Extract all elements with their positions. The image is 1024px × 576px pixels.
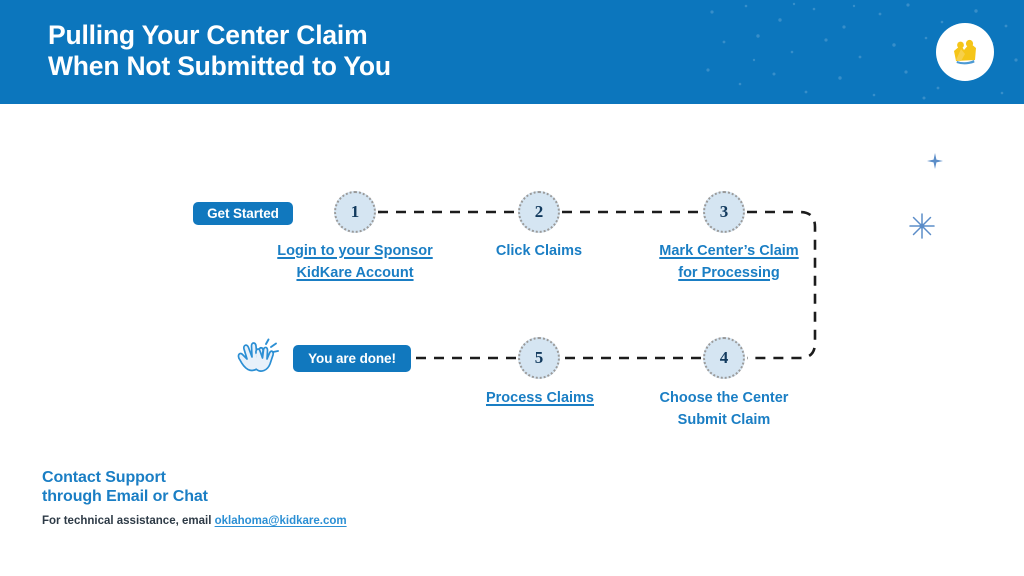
flow-node-4[interactable]: 4: [703, 337, 745, 379]
get-started-badge: Get Started: [193, 202, 293, 225]
technical-assistance-note: For technical assistance, email oklahoma…: [42, 515, 347, 527]
flow-step-label-4: Choose the Center Submit Claim: [659, 390, 789, 428]
kidkare-logo: [936, 23, 994, 81]
flow-node-1[interactable]: 1: [334, 191, 376, 233]
flow-step-label-1[interactable]: Login to your Sponsor KidKare Account: [277, 243, 433, 281]
flow-node-5[interactable]: 5: [518, 337, 560, 379]
you-are-done-badge: You are done!: [293, 345, 411, 372]
sparkle-icon: [927, 153, 943, 169]
header-banner: Pulling Your Center Claim When Not Submi…: [0, 0, 1024, 104]
support-email-link[interactable]: oklahoma@kidkare.com: [214, 515, 347, 527]
flow-node-3[interactable]: 3: [703, 191, 745, 233]
flow-node-2[interactable]: 2: [518, 191, 560, 233]
flow-step-label-3[interactable]: Mark Center’s Claim for Processing: [659, 243, 799, 281]
page-title: Pulling Your Center Claim When Not Submi…: [48, 20, 391, 81]
sparkle-icon: [909, 213, 935, 239]
contact-support-heading: Contact Support through Email or Chat: [42, 469, 208, 505]
clapping-hands-icon: [237, 338, 279, 372]
flow-step-label-5[interactable]: Process Claims: [485, 390, 594, 406]
technical-assistance-prefix: For technical assistance, email: [42, 515, 215, 527]
flow-step-label-2: Click Claims: [495, 243, 583, 259]
